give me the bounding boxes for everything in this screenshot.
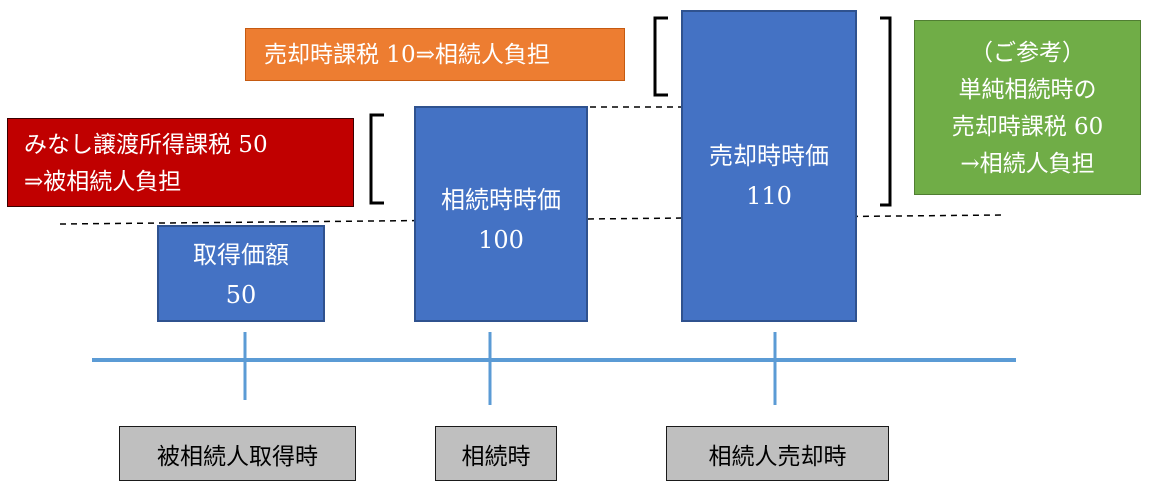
deemed-transfer-tax-note: みなし譲渡所得課税 50 ⇒被相続人負担	[7, 118, 354, 207]
reference-line-3: 売却時課税 60	[951, 114, 1104, 140]
timeline-label-acquisition: 被相続人取得時	[119, 426, 356, 481]
bar-inheritance-value-number: 100	[478, 226, 524, 254]
timeline-label-sale: 相続人売却時	[666, 426, 889, 481]
sale-tax-note-text: 売却時課税 10⇒相続人負担	[264, 42, 550, 68]
reference-note: （ご参考） 単純相続時の 売却時課税 60 →相続人負担	[914, 20, 1141, 195]
timeline-label-inheritance-text: 相続時	[461, 443, 531, 470]
bracket-right-reference	[880, 16, 892, 207]
timeline-label-sale-text: 相続人売却時	[708, 443, 847, 470]
deemed-tax-line-1: みなし譲渡所得課税 50	[24, 132, 268, 158]
bar-sale-title: 売却時時価	[709, 142, 829, 170]
timeline-label-inheritance: 相続時	[435, 426, 557, 481]
bar-acquisition-title: 取得価額	[193, 241, 289, 269]
bar-inheritance-value: 相続時時価 100	[414, 106, 588, 322]
sale-tax-note: 売却時課税 10⇒相続人負担	[245, 28, 625, 81]
reference-line-2: 単純相続時の	[958, 77, 1097, 103]
bar-acquisition-cost: 取得価額 50	[157, 225, 325, 322]
bar-acquisition-value: 50	[225, 281, 257, 309]
bracket-left-sale-tax	[653, 16, 668, 97]
bracket-left-deemed-tax	[369, 113, 384, 205]
reference-line-4: →相続人負担	[960, 151, 1095, 177]
deemed-tax-line-2: ⇒被相続人負担	[24, 169, 182, 195]
timeline-label-acquisition-text: 被相続人取得時	[157, 443, 318, 470]
bar-sale-value-number: 110	[746, 182, 792, 210]
bar-inheritance-title: 相続時時価	[441, 186, 561, 214]
reference-line-1: （ご参考）	[970, 40, 1085, 66]
bar-sale-value: 売却時時価 110	[681, 10, 857, 322]
